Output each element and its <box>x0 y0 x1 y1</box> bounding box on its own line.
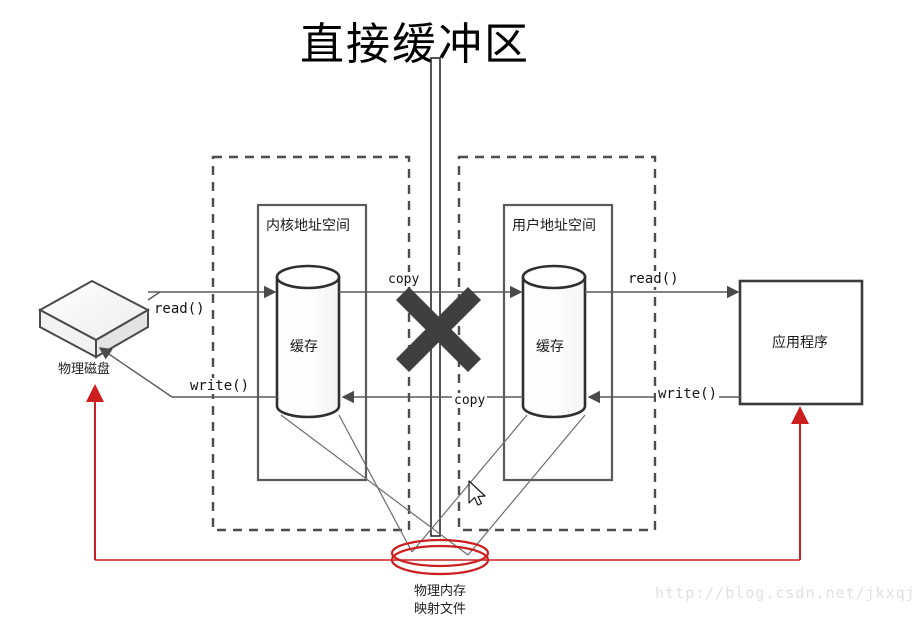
arrow-kernel-to-disk-write <box>98 347 277 398</box>
user-address-space-label: 用户地址空间 <box>512 218 596 234</box>
kernel-zone-dashed-boundary <box>211 155 411 532</box>
disk-write-label: write() <box>188 378 252 394</box>
watermark-text: http://blog.csdn.net/jkxqj <box>655 584 916 602</box>
physical-disk-label: 物理磁盘 <box>58 362 111 377</box>
app-read-label: read() <box>626 271 681 287</box>
disk-read-label: read() <box>152 301 207 317</box>
center-divider-bar <box>430 57 441 537</box>
application-program-label: 应用程序 <box>772 335 828 351</box>
copy-top-label: copy <box>386 272 422 287</box>
kernel-address-space-label: 内核地址空间 <box>266 218 350 234</box>
user-buffer-cylinder <box>521 264 587 419</box>
mapped-file-label-line2: 映射文件 <box>413 602 466 617</box>
app-write-label: write() <box>656 386 720 402</box>
physical-memory-mapped-file-ellipse <box>390 538 490 576</box>
kernel-buffer-cylinder <box>275 264 341 419</box>
physical-disk-icon <box>37 279 151 359</box>
mouse-cursor <box>468 480 486 506</box>
page-title: 直接缓冲区 <box>300 19 530 70</box>
mapped-file-label-line1: 物理内存 <box>413 584 466 599</box>
arrow-disk-to-kernel-read <box>147 285 277 301</box>
user-buffer-label: 缓存 <box>536 339 564 355</box>
kernel-address-space-box <box>256 203 368 482</box>
kernel-buffer-label: 缓存 <box>290 339 318 355</box>
direct-buffer-red-path <box>86 384 809 561</box>
application-program-box <box>738 279 864 406</box>
copy-bottom-label: copy <box>452 393 488 408</box>
user-address-space-box <box>502 203 614 482</box>
copy-crossed-out-x-icon <box>396 287 481 372</box>
